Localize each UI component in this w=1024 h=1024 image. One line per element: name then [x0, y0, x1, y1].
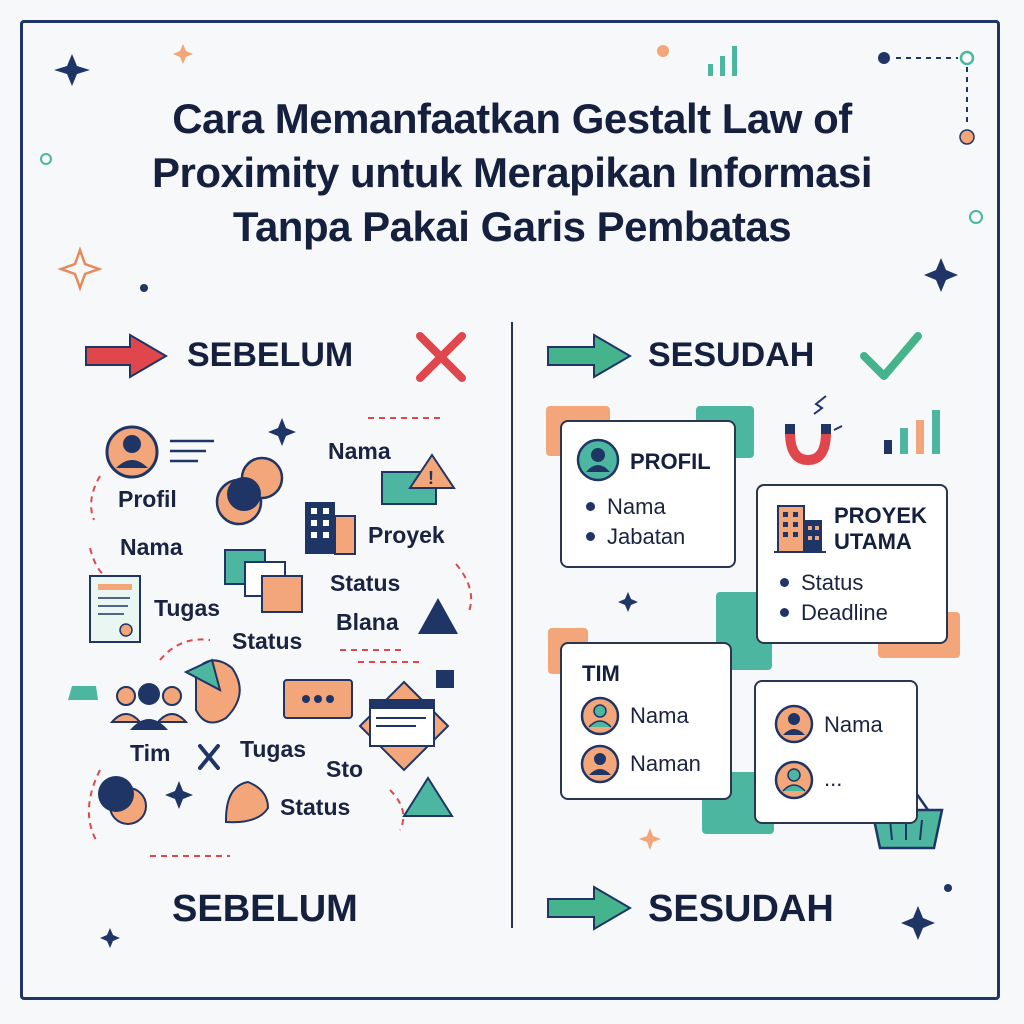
- label-sto: Sto: [326, 756, 364, 782]
- sparkle-icon: [57, 246, 103, 292]
- label-blana: Blana: [336, 609, 399, 635]
- member-name: ...: [824, 766, 843, 791]
- members-card: Nama ...: [754, 680, 918, 824]
- card-item: Deadline: [780, 600, 888, 626]
- building-icon: [774, 505, 826, 553]
- card-title: UTAMA: [834, 529, 912, 554]
- bar-chart-icon: [884, 410, 940, 454]
- svg-text:!: !: [428, 468, 434, 488]
- card-item: Status: [780, 570, 863, 596]
- before-footer: SEBELUM: [172, 888, 358, 930]
- close-icon: [198, 744, 220, 770]
- arrow-right-icon: [85, 333, 168, 379]
- sparkle-icon: [100, 928, 120, 948]
- after-footer: SESUDAH: [648, 888, 834, 930]
- label-nama: Nama: [120, 534, 183, 560]
- dot: [657, 45, 669, 57]
- label-tugas: Tugas: [240, 736, 307, 762]
- card-item: Nama: [586, 494, 666, 520]
- sparkle-icon: [165, 781, 193, 809]
- card-title: PROFIL: [630, 449, 711, 474]
- label-tim: Tim: [130, 740, 171, 766]
- warning-icon: [408, 453, 456, 489]
- label-tugas: Tugas: [154, 595, 221, 621]
- outer-frame: [20, 20, 1000, 1000]
- label-status: Status: [330, 570, 401, 596]
- dot: [969, 210, 983, 224]
- title-line-3: Tanpa Pakai Garis Pembatas: [232, 203, 792, 250]
- page-title: Cara Memanfaatkan Gestalt Law of Proximi…: [60, 92, 964, 254]
- label-proyek: Proyek: [368, 522, 445, 548]
- card-title: PROYEK: [834, 503, 927, 528]
- user-avatar-icon: [774, 704, 814, 744]
- cross-icon: [416, 332, 466, 382]
- sparkle-icon: [54, 54, 90, 86]
- building-icon: [305, 502, 356, 555]
- user-avatar-icon: [580, 696, 620, 736]
- after-heading: SESUDAH: [648, 336, 815, 374]
- document-icon: [89, 575, 141, 643]
- dot: [944, 884, 952, 892]
- title-line-1: Cara Memanfaatkan Gestalt Law of: [172, 95, 852, 142]
- bar-chart-icon: [708, 46, 737, 76]
- arrow-right-icon: [547, 333, 632, 379]
- user-avatar-icon: [580, 744, 620, 784]
- member-name: Naman: [630, 751, 701, 776]
- card-item: Jabatan: [586, 524, 685, 550]
- member-name: Nama: [824, 712, 883, 737]
- tim-card: TIM Nama Naman: [560, 642, 732, 800]
- label-status: Status: [232, 628, 303, 654]
- team-icon: [109, 683, 189, 730]
- label-profil: Profil: [118, 486, 177, 512]
- arrow-right-icon: [547, 885, 632, 931]
- sparkle-icon: [639, 828, 661, 850]
- title-line-2: Proximity untuk Merapikan Informasi: [151, 149, 873, 196]
- card-title: TIM: [582, 661, 620, 686]
- dot: [140, 284, 148, 292]
- sparkle-icon: [618, 592, 638, 612]
- user-avatar-icon: [105, 425, 159, 479]
- proyek-card: PROYEK UTAMA Status Deadline: [756, 484, 948, 644]
- section-divider: [511, 322, 513, 928]
- user-avatar-icon: [774, 760, 814, 800]
- check-icon: [860, 332, 922, 380]
- label-nama: Nama: [328, 438, 391, 464]
- sparkle-icon: [924, 258, 958, 292]
- sparkle-icon: [173, 44, 193, 64]
- magnet-icon: [785, 395, 843, 466]
- sparkle-icon: [901, 906, 935, 940]
- dot: [40, 153, 52, 165]
- label-status: Status: [280, 794, 351, 820]
- sparkle-icon: [268, 418, 296, 446]
- profil-card: PROFIL Nama Jabatan: [560, 420, 736, 568]
- before-heading: SEBELUM: [187, 336, 354, 374]
- user-avatar-icon: [576, 438, 620, 482]
- member-name: Nama: [630, 703, 689, 728]
